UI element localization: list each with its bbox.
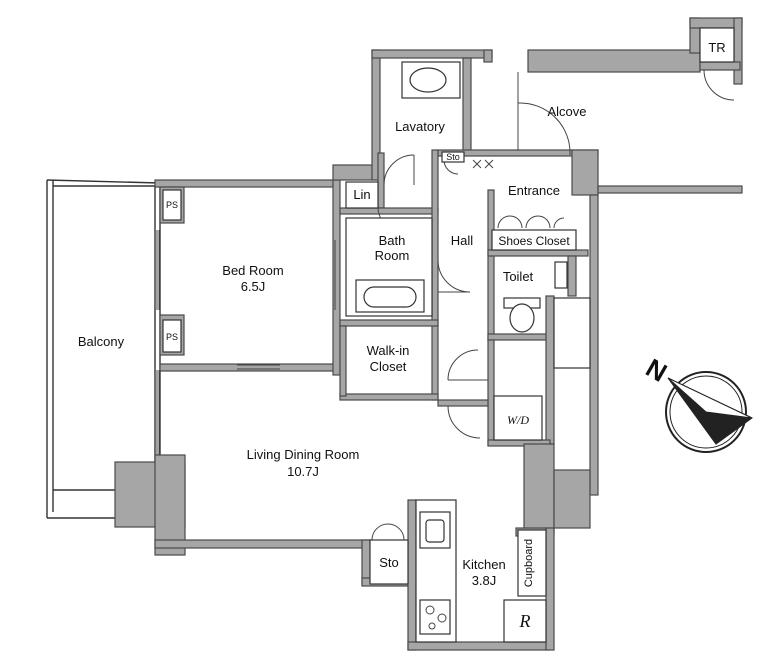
- label-shoes-closet: Shoes Closet: [498, 234, 570, 248]
- label-living-size: 10.7J: [287, 464, 319, 479]
- label-hall: Hall: [451, 233, 474, 248]
- label-balcony: Balcony: [78, 334, 125, 349]
- compass-north-label: N: [641, 353, 672, 388]
- label-storage-small: Sto: [446, 152, 460, 162]
- label-kitchen: Kitchen: [462, 557, 505, 572]
- label-bath-2: Room: [375, 248, 410, 263]
- label-toilet: Toilet: [503, 269, 534, 284]
- compass-ring-inner: [669, 375, 743, 449]
- room-labels: Balcony Bed Room 6.5J Living Dining Room…: [78, 40, 726, 631]
- label-lin: Lin: [353, 187, 370, 202]
- label-tr: TR: [708, 40, 725, 55]
- label-bath-1: Bath: [379, 233, 406, 248]
- balcony-area: [46, 179, 161, 519]
- compass-needle-light: [667, 377, 753, 419]
- label-storage: Sto: [379, 555, 399, 570]
- label-refrigerator: R: [519, 611, 531, 631]
- label-ps-mid: PS: [166, 332, 178, 342]
- label-living: Living Dining Room: [247, 447, 360, 462]
- label-walkin-1: Walk-in: [367, 343, 410, 358]
- compass: N: [641, 353, 753, 453]
- windows: [156, 230, 336, 455]
- label-wd: W/D: [507, 413, 529, 427]
- label-bedroom: Bed Room: [222, 263, 283, 278]
- label-ps-top: PS: [166, 200, 178, 210]
- label-walkin-2: Closet: [370, 359, 407, 374]
- compass-ring: [665, 371, 747, 453]
- label-bedroom-size: 6.5J: [241, 279, 266, 294]
- label-cupboard: Cupboard: [523, 539, 535, 587]
- label-lavatory: Lavatory: [395, 119, 445, 134]
- label-entrance: Entrance: [508, 183, 560, 198]
- label-kitchen-size: 3.8J: [472, 573, 497, 588]
- label-alcove: Alcove: [547, 104, 586, 119]
- fixtures: [162, 27, 735, 643]
